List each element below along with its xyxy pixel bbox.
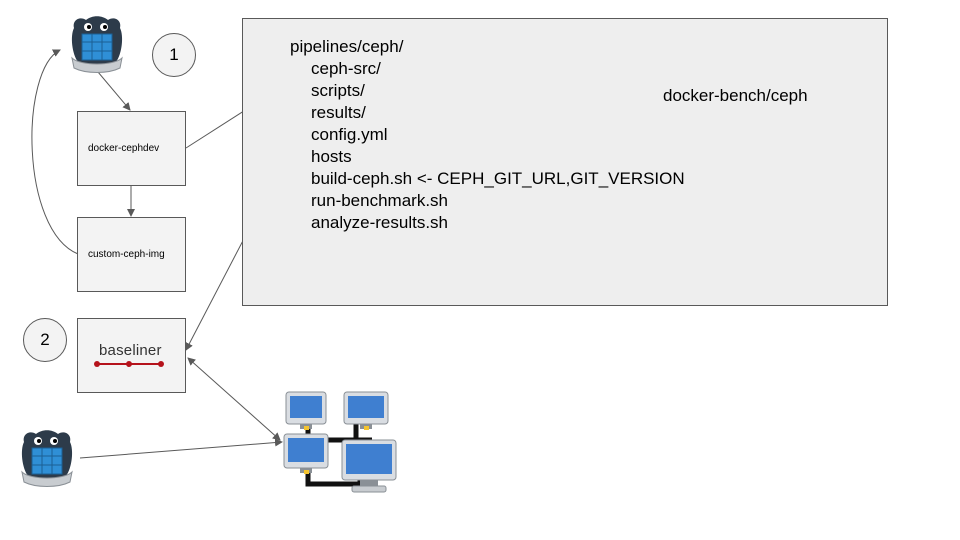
arrow-whale2-to-cluster <box>79 438 283 459</box>
tree-item: build-ceph.sh <- CEPH_GIT_URL,GIT_VERSIO… <box>311 169 685 188</box>
step-2-badge: 2 <box>23 318 67 362</box>
docker-cephdev-label: docker-cephdev <box>88 143 160 154</box>
step-1-badge: 1 <box>152 33 196 77</box>
tree-item: scripts/ <box>311 81 365 100</box>
baseliner-logo-text: baseliner <box>99 342 162 359</box>
tree-root: pipelines/ceph/ <box>290 37 404 56</box>
arrow-baseliner-to-cluster <box>187 357 281 441</box>
tree-item: hosts <box>311 147 352 166</box>
arrow-whale-to-cephdev <box>97 71 131 111</box>
docker-whale-icon <box>21 430 73 487</box>
baseliner-box <box>77 318 186 393</box>
custom-ceph-img-label: custom-ceph-img <box>88 249 165 260</box>
tree-item: ceph-src/ <box>311 59 381 78</box>
tree-item: analyze-results.sh <box>311 213 449 232</box>
tree-item: config.yml <box>311 125 388 144</box>
docker-whale-icon <box>71 16 123 73</box>
baseliner-logo-icon <box>94 361 164 367</box>
custom-ceph-img-box: custom-ceph-img <box>77 217 186 292</box>
pipeline-tree-panel <box>242 18 888 306</box>
docker-cephdev-box: docker-cephdev <box>77 111 186 186</box>
docker-bench-label: docker-bench/ceph <box>663 86 808 105</box>
arrow-custom-to-whale <box>31 49 79 255</box>
computer-cluster-icon <box>283 391 397 493</box>
tree-item: results/ <box>311 103 366 122</box>
tree-item: run-benchmark.sh <box>311 191 449 210</box>
